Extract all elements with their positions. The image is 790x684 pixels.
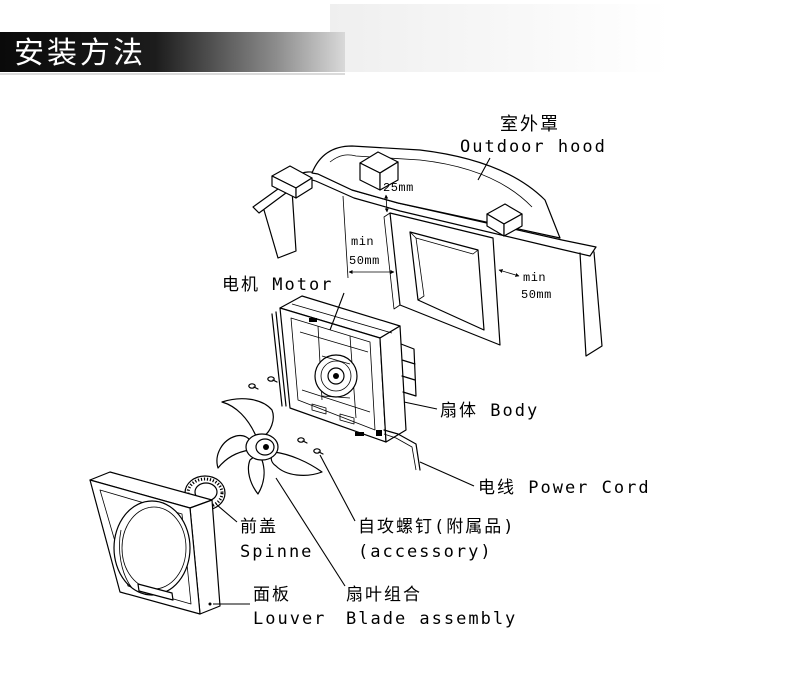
label-screws-zh: 自攻螺钉(附属品) [358,517,515,537]
label-spinner-en: Spinne [240,542,313,562]
dimension-band-gap: 25mm [383,181,414,213]
header-fade-panel [330,4,670,72]
self-tapping-screw [248,383,259,390]
leader-line-motor [329,292,345,331]
body-side-fins [400,343,417,397]
clearance-right-value: 50mm [521,288,552,302]
page-title: 安装方法 [14,36,146,71]
self-tapping-screw [267,376,278,383]
leader-line-power-cord [419,461,475,487]
clearance-right-qualifier: min [523,271,546,285]
spacer-block [359,151,399,191]
label-screws-en: (accessory) [358,542,493,562]
dimension-clearance-left: min 50mm [342,195,395,279]
outdoor-hood [252,145,603,357]
label-spinner-zh: 前盖 [240,517,278,537]
label-louver-zh: 面板 [253,585,291,605]
header: 安装方法 [0,4,670,75]
label-motor: 电机 Motor [222,275,333,295]
self-tapping-screw [313,448,324,455]
hood-left-wall [263,189,297,259]
label-blade-assembly-en: Blade assembly [346,609,517,629]
body-left-flange [271,311,287,407]
label-power-cord: 电线 Power Cord [478,478,651,498]
leader-line-screws [319,454,356,522]
self-tapping-screw [297,437,308,444]
label-outdoor-hood-zh: 室外罩 [500,114,560,135]
hood-right-wall [579,251,603,357]
hood-ridge-line [329,154,533,208]
label-louver-en: Louver [253,609,326,629]
label-blade-assembly-zh: 扇叶组合 [346,585,422,605]
fan-blade-assembly [216,398,323,495]
clearance-left-qualifier: min [351,235,374,249]
label-body: 扇体 Body [440,401,539,421]
leader-line-hood [477,157,491,181]
dimension-label-25mm: 25mm [383,181,414,195]
dimension-clearance-right: min 50mm [498,269,552,302]
power-cord [383,429,421,471]
leader-lines [213,157,491,605]
clearance-left-value: 50mm [349,254,380,268]
louver-panel [89,471,221,615]
spacer-block [271,165,313,199]
header-bar [0,32,345,72]
part-labels: 室外罩 Outdoor hood 电机 Motor 扇体 Body 电线 Pow… [222,114,651,629]
fan-body [271,295,417,443]
motor [314,354,358,399]
wall-opening-frame [383,212,501,346]
leader-line-body [403,401,438,410]
louver-bottom-slot [137,583,174,601]
label-outdoor-hood-en: Outdoor hood [460,137,607,157]
leader-line-blade [275,477,346,587]
leader-line-spinner [216,504,238,523]
spacer-block [486,203,523,237]
